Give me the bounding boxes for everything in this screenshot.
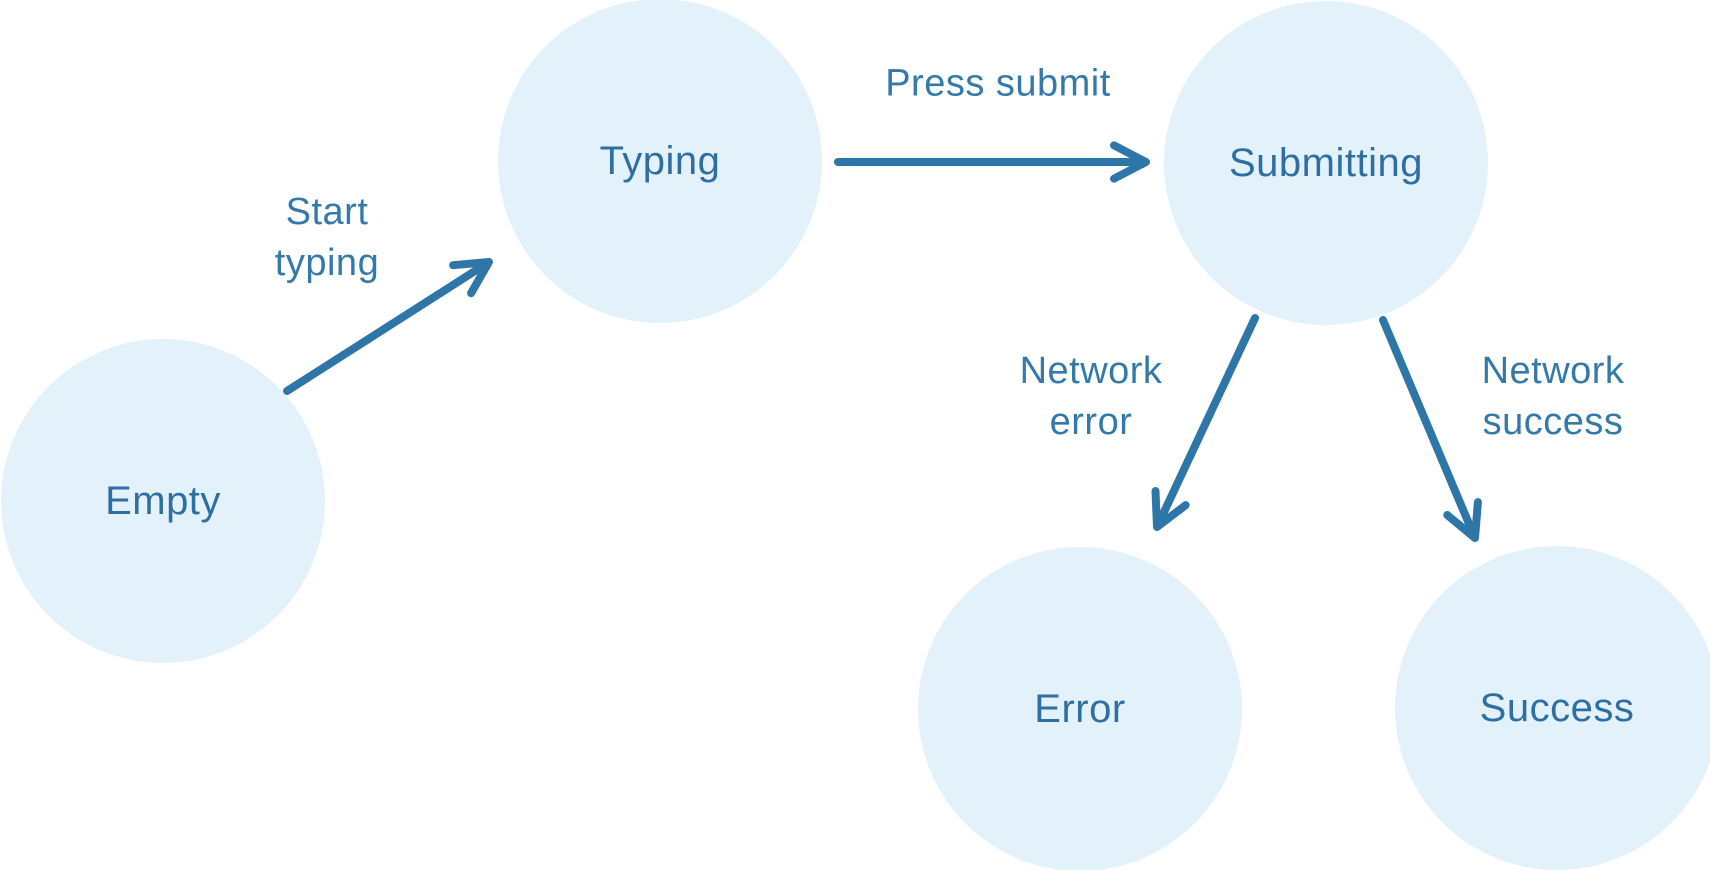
transition-label-start-typing: Start typing bbox=[274, 191, 380, 284]
state-label-submitting: Submitting bbox=[1229, 140, 1423, 185]
transition-label-network-success: Network success bbox=[1481, 350, 1625, 443]
state-node-typing: Typing bbox=[498, 0, 822, 323]
state-node-success: Success bbox=[1395, 546, 1710, 870]
state-label-success: Success bbox=[1479, 685, 1635, 730]
transition-arrow-press-submit bbox=[834, 141, 1150, 183]
state-node-empty: Empty bbox=[1, 339, 325, 663]
state-label-empty: Empty bbox=[105, 478, 221, 523]
state-node-submitting: Submitting bbox=[1164, 1, 1488, 325]
state-label-error: Error bbox=[1034, 686, 1126, 731]
state-node-error: Error bbox=[918, 547, 1242, 870]
transition-label-press-submit: Press submit bbox=[885, 62, 1111, 105]
state-label-typing: Typing bbox=[599, 138, 721, 183]
transition-label-network-error: Network error bbox=[1019, 350, 1163, 443]
